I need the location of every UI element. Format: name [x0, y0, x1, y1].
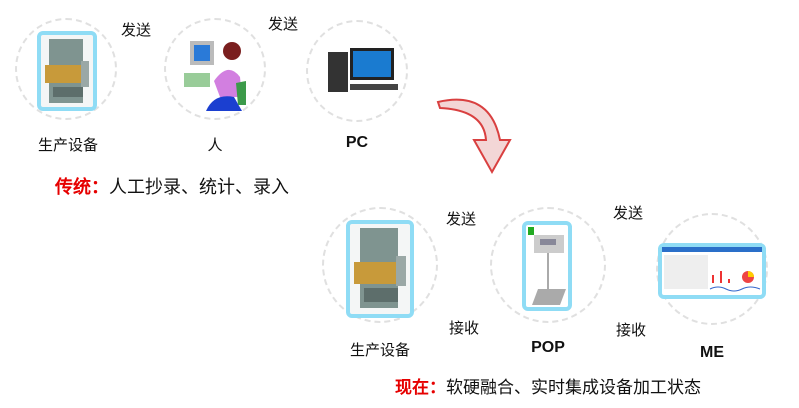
send-label: 发送	[445, 210, 477, 228]
caption-prefix: 传统：	[55, 177, 109, 198]
node-circle	[15, 18, 117, 120]
node-circle	[490, 207, 606, 323]
node-circle	[322, 207, 438, 323]
traditional-caption: 传统：人工抄录、统计、录入	[55, 173, 289, 199]
node-label: ME	[700, 344, 724, 361]
node-label: POP	[531, 339, 565, 356]
send-label: 发送	[267, 15, 299, 33]
caption-text: 人工抄录、统计、录入	[109, 177, 289, 198]
send-label: 发送	[612, 204, 644, 222]
press-machine-icon	[37, 31, 97, 111]
node-circle	[164, 18, 266, 120]
desktop-pc-icon	[328, 48, 400, 102]
send-label: 发送	[120, 21, 152, 39]
receive-label: 接收	[448, 319, 480, 337]
current-caption: 现在：软硬融合、实时集成设备加工状态	[395, 373, 701, 398]
node-label: PC	[345, 134, 369, 151]
node-circle	[656, 213, 768, 325]
caption-text: 软硬融合、实时集成设备加工状态	[446, 378, 701, 398]
press-machine-icon	[346, 220, 414, 318]
pop-terminal-icon	[522, 221, 572, 311]
receive-label: 接收	[615, 321, 647, 339]
person-at-computer-icon	[184, 37, 246, 115]
node-circle	[306, 20, 408, 122]
node-label: 生产设备	[349, 341, 411, 359]
mes-dashboard-icon	[658, 243, 766, 299]
node-label: 生产设备	[37, 136, 99, 154]
curved-arrow-icon	[436, 98, 512, 175]
node-label: 人	[207, 136, 223, 154]
caption-prefix: 现在：	[395, 378, 446, 398]
